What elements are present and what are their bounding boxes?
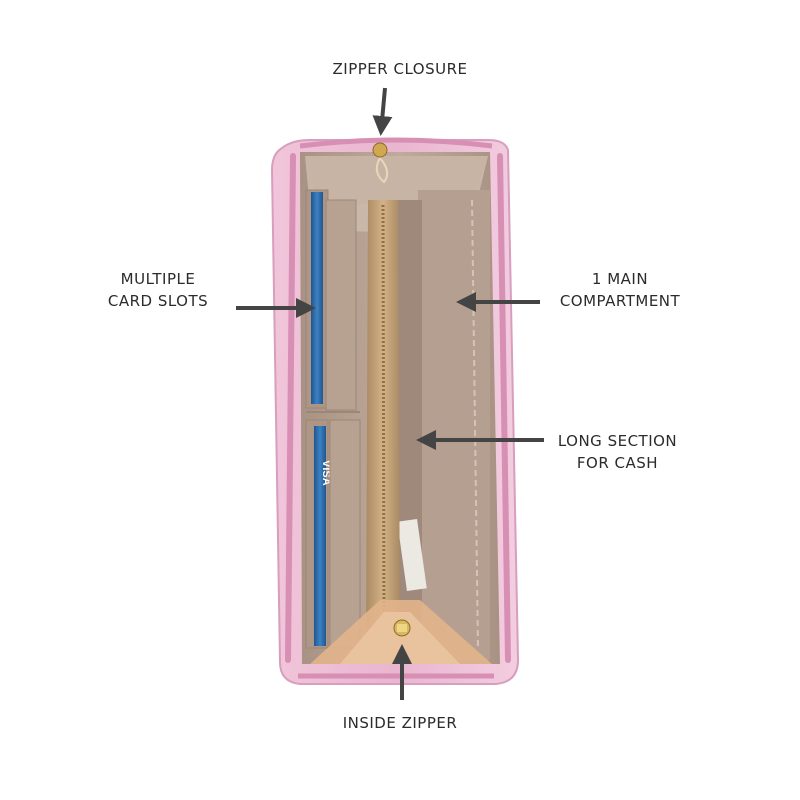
label-main-compartment-line2: COMPARTMENT [559,292,681,310]
wallet-zip-top [299,137,493,149]
card-pocket-1 [325,199,357,411]
label-card-slots-line2: CARD SLOTS [107,292,209,310]
main-compartment-panel [418,190,490,660]
label-card-slots-line1: MULTIPLE [120,270,196,288]
receipt-paper [397,518,427,592]
card-brand-text: VISA [320,460,332,486]
card-lower [314,426,326,646]
main-compartment [418,190,490,660]
divider-panel [366,200,400,640]
label-cash-section: LONG SECTION FOR CASH [550,430,685,474]
label-zipper-closure: ZIPPER CLOSURE [300,58,500,80]
annotation-arrows [236,87,544,700]
bottom-gusset-inner [340,612,460,664]
label-main-compartment-line1: 1 MAIN [591,270,649,288]
zipper-pull-top [372,142,389,184]
card-slot-area: VISA [305,189,361,649]
zipped-divider [366,200,400,641]
label-cash-section-line2: FOR CASH [576,454,659,472]
card-upper [311,192,323,404]
label-inside-zipper-text: INSIDE ZIPPER [342,714,458,732]
label-main-compartment: 1 MAIN COMPARTMENT [545,268,695,312]
wallet-zip-left [285,153,296,663]
wallet-zip-right [497,153,511,663]
cash-section [398,200,422,660]
arrow-zipper-closure [372,87,393,136]
wallet: VISA [270,137,520,685]
card-pocket-2 [329,419,361,649]
label-cash-section-line1: LONG SECTION [557,432,678,450]
label-zipper-closure-text: ZIPPER CLOSURE [332,60,468,78]
zipper-pull-inside [393,619,411,637]
label-card-slots: MULTIPLE CARD SLOTS [88,268,228,312]
main-compartment-stitch [471,199,479,651]
divider-zipper-teeth [381,204,386,641]
label-inside-zipper: INSIDE ZIPPER [300,712,500,734]
